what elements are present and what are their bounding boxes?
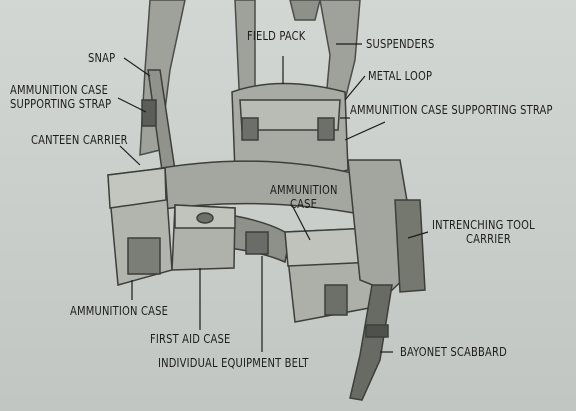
canteen-carrier-label: CANTEEN CARRIER — [31, 133, 128, 147]
snap-label: SNAP — [88, 51, 116, 65]
ammo-supporting-strap-left-line2: SUPPORTING STRAP — [10, 97, 112, 111]
field-pack-label: FIELD PACK — [247, 29, 306, 43]
ammunition-case-center-line1: AMMUNITION — [270, 183, 338, 197]
individual-equipment-belt-label: INDIVIDUAL EQUIPMENT BELT — [158, 356, 309, 370]
intrenching-tool-carrier-line1: INTRENCHING TOOL — [432, 218, 535, 232]
field-pack-shape — [231, 82, 349, 179]
ammunition-case-bottom-label: AMMUNITION CASE — [70, 304, 169, 318]
leader-lines — [117, 43, 429, 353]
bayonet-scabbard-label: BAYONET SCABBARD — [400, 345, 507, 359]
ammunition-case-center-line2: CASE — [290, 197, 318, 211]
ammo-supporting-strap-right-label: AMMUNITION CASE SUPPORTING STRAP — [350, 103, 553, 117]
metal-loop-label: METAL LOOP — [368, 69, 433, 83]
intrenching-tool-carrier-line2: CARRIER — [466, 232, 511, 246]
first-aid-case-shape — [171, 204, 236, 271]
intrenching-tool-carrier-shape — [347, 159, 426, 293]
ammo-supporting-strap-left-line1: AMMUNITION CASE — [10, 83, 109, 97]
left-ammo-case-shape — [107, 167, 173, 286]
suspenders-label: SUSPENDERS — [366, 37, 435, 51]
bayonet-scabbard-shape — [349, 284, 393, 401]
first-aid-case-label: FIRST AID CASE — [150, 332, 231, 346]
